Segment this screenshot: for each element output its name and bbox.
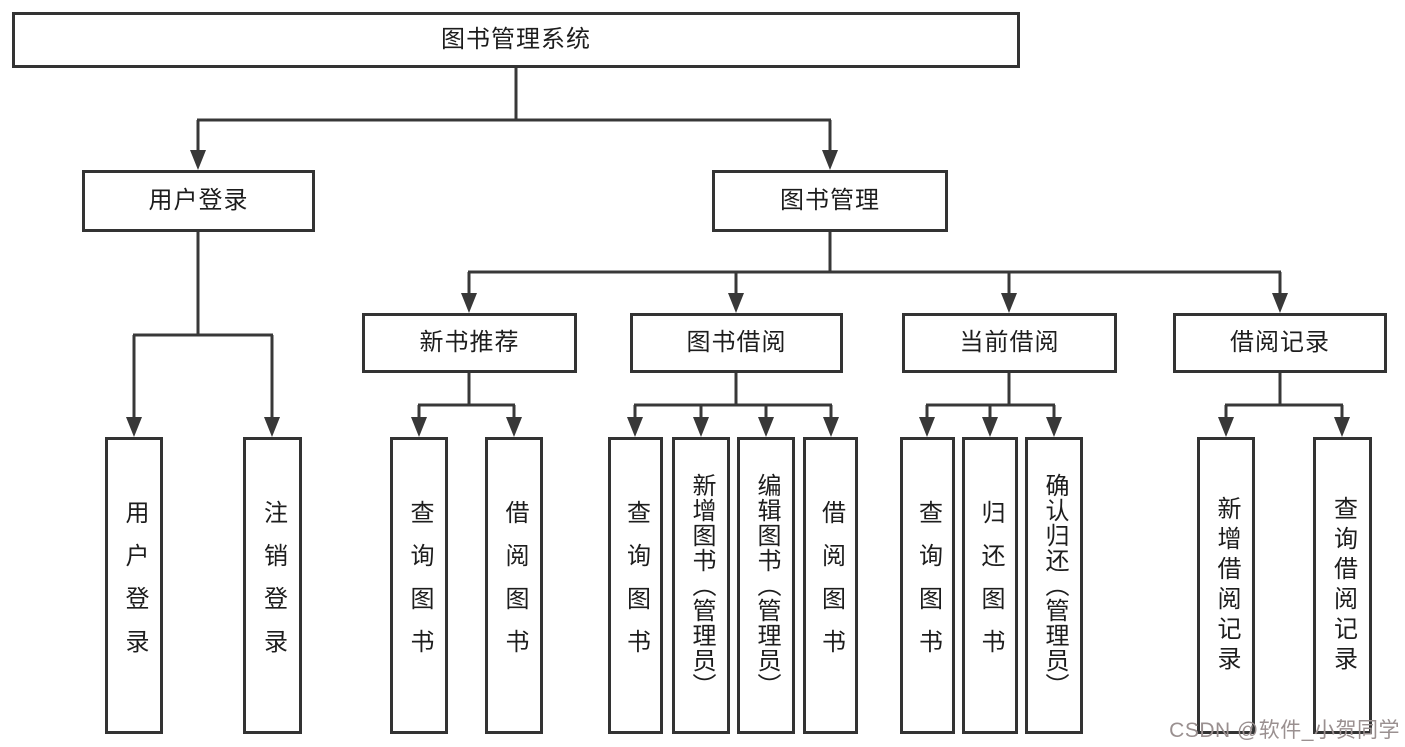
leaf-add-borrow-record: 新增借阅记录 [1197,437,1255,734]
node-book-management: 图书管理 [712,170,948,232]
node-book-borrow: 图书借阅 [630,313,843,373]
leaf-borrow-books-2-label: 借阅图书 [817,499,845,672]
connector-current-borrow-children [919,373,1062,437]
leaf-user-login-label: 用户登录 [121,499,148,672]
leaf-query-books-2-label: 查询图书 [622,499,650,672]
leaf-add-borrow-record-label: 新增借阅记录 [1213,495,1240,676]
leaf-query-books-2: 查询图书 [608,437,663,734]
node-borrow-records: 借阅记录 [1173,313,1387,373]
leaf-query-books-3: 查询图书 [900,437,955,734]
leaf-return-books-label: 归还图书 [977,499,1004,672]
leaf-query-borrow-record: 查询借阅记录 [1313,437,1372,734]
connector-new-books-children [411,373,522,437]
leaf-add-books-admin-label: 新增图书（管理员） [688,473,715,698]
leaf-confirm-return-admin-label: 确认归还（管理员） [1041,473,1068,698]
node-current-borrow: 当前借阅 [902,313,1117,373]
node-current-borrow-label: 当前借阅 [959,329,1060,356]
leaf-confirm-return-admin: 确认归还（管理员） [1025,437,1083,734]
connector-root-to-level2 [190,68,838,170]
leaf-return-books: 归还图书 [962,437,1018,734]
leaf-logout-label: 注销登录 [259,499,287,672]
leaf-query-borrow-record-label: 查询借阅记录 [1329,495,1357,676]
node-new-book-recommend-label: 新书推荐 [419,329,520,356]
leaf-add-books-admin: 新增图书（管理员） [672,437,730,734]
node-user-login-label: 用户登录 [148,187,249,214]
leaf-logout: 注销登录 [243,437,302,734]
node-user-login: 用户登录 [82,170,315,232]
leaf-borrow-books-1: 借阅图书 [485,437,543,734]
leaf-borrow-books-1-label: 借阅图书 [501,499,528,672]
leaf-query-books-3-label: 查询图书 [914,499,942,672]
connector-borrow-records-children [1218,373,1350,437]
leaf-query-books-1: 查询图书 [390,437,448,734]
node-book-borrow-label: 图书借阅 [686,329,787,356]
node-new-book-recommend: 新书推荐 [362,313,577,373]
connector-book-mgmt-to-level3 [461,232,1288,313]
node-book-management-label: 图书管理 [780,187,880,214]
leaf-edit-books-admin: 编辑图书（管理员） [737,437,795,734]
connector-book-borrow-children [627,373,839,437]
leaf-edit-books-admin-label: 编辑图书（管理员） [753,473,780,698]
leaf-user-login: 用户登录 [105,437,163,734]
watermark: CSDN @软件_小贺同学 [1169,719,1400,742]
connector-user-login-children [126,232,280,437]
node-library-system-label: 图书管理系统 [441,26,591,53]
node-borrow-records-label: 借阅记录 [1230,329,1330,356]
leaf-query-books-1-label: 查询图书 [406,499,433,672]
node-library-system: 图书管理系统 [12,12,1020,68]
leaf-borrow-books-2: 借阅图书 [803,437,858,734]
